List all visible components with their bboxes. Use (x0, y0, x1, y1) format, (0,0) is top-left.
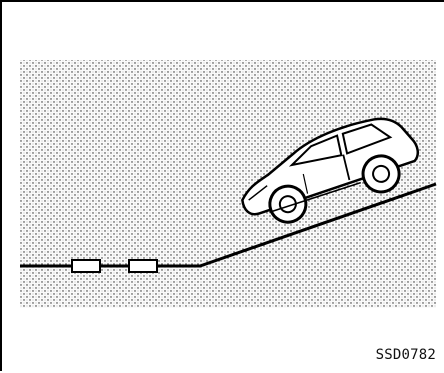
figure-code: SSD0782 (376, 347, 436, 363)
road-marker (129, 260, 157, 272)
road-marker (72, 260, 100, 272)
